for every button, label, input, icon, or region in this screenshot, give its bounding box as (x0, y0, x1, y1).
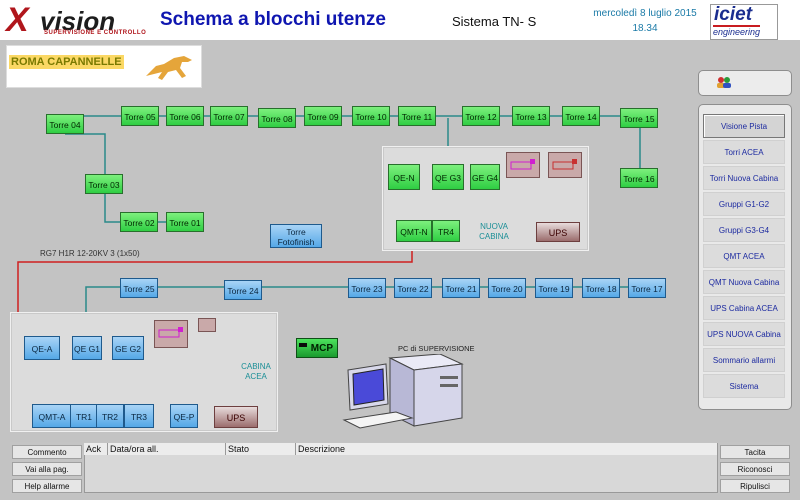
nuova-cabina-label-line1: NUOVA (480, 222, 508, 231)
tr3-node[interactable]: TR3 (124, 404, 154, 428)
tower-23[interactable]: Torre 23 (348, 278, 386, 298)
time-text: 18.34 (632, 23, 658, 34)
tower-02[interactable]: Torre 02 (120, 212, 158, 232)
sidebar-item-sommario-allarmi[interactable]: Sommario allarmi (703, 348, 785, 372)
tower-16[interactable]: Torre 16 (620, 168, 658, 188)
fotofinish-line2: Fotofinish (277, 237, 315, 247)
qe-a-node[interactable]: QE-A (24, 336, 60, 360)
brand-main: iciet (714, 4, 753, 25)
ups-nuova-cabina[interactable]: UPS (536, 222, 580, 242)
tower-20[interactable]: Torre 20 (488, 278, 526, 298)
logo-subtitle: SUPERVISIONE E CONTROLLO (44, 30, 147, 36)
mcp-label: MCP (310, 343, 333, 354)
date-text: mercoledì 8 luglio 2015 (593, 8, 697, 19)
datetime: mercoledì 8 luglio 2015 18.34 (560, 6, 730, 36)
generator-icon (506, 152, 540, 178)
silence-button[interactable]: Tacita (720, 445, 790, 459)
generator-glyph-icon (510, 159, 535, 170)
acknowledge-button[interactable]: Riconosci (720, 462, 790, 476)
tr2-node[interactable]: TR2 (96, 404, 124, 428)
tower-15[interactable]: Torre 15 (620, 108, 658, 128)
tower-09[interactable]: Torre 09 (304, 106, 342, 126)
tr4-node[interactable]: TR4 (432, 220, 460, 242)
col-datetime[interactable]: Data/ora all. (108, 443, 226, 455)
cabina-acea-label: CABINA ACEA (236, 362, 276, 382)
users-button[interactable] (698, 70, 792, 96)
tower-01[interactable]: Torre 01 (166, 212, 204, 232)
generator-small-icon (198, 318, 216, 332)
qmt-n-node[interactable]: QMT-N (396, 220, 432, 242)
sidebar-item-torri-acea[interactable]: Torri ACEA (703, 140, 785, 164)
qe-p-node[interactable]: QE-P (170, 404, 198, 428)
help-alarm-button[interactable]: Help allarme (12, 479, 82, 493)
qe-g3-node[interactable]: QE G3 (432, 164, 464, 190)
sidebar-item-ups-nuova-cabina[interactable]: UPS NUOVA Cabina (703, 322, 785, 346)
tower-10[interactable]: Torre 10 (352, 106, 390, 126)
sidebar-item-visione-pista[interactable]: Visione Pista (703, 114, 785, 138)
logo-x: X (6, 1, 29, 39)
generator-icon (154, 320, 188, 348)
col-description[interactable]: Descrizione (296, 443, 718, 455)
page-title: Schema a blocchi utenze (160, 9, 386, 30)
qe-g1-node[interactable]: QE G1 (72, 336, 102, 360)
tower-12[interactable]: Torre 12 (462, 106, 500, 126)
tower-08[interactable]: Torre 08 (258, 108, 296, 128)
sidebar-item-qmt-acea[interactable]: QMT ACEA (703, 244, 785, 268)
qe-n-node[interactable]: QE-N (388, 164, 420, 190)
tower-22[interactable]: Torre 22 (394, 278, 432, 298)
nuova-cabina-label: NUOVA CABINA (474, 222, 514, 242)
tower-06[interactable]: Torre 06 (166, 106, 204, 126)
col-status[interactable]: Stato (226, 443, 296, 455)
generator-icon (548, 152, 582, 178)
ge-g2-node[interactable]: GE G2 (112, 336, 144, 360)
brand-logo (710, 4, 778, 40)
fotofinish-line1: Torre (286, 227, 306, 237)
tower-24[interactable]: Torre 24 (224, 280, 262, 300)
sidebar-item-gruppi-g3-g4[interactable]: Gruppi G3-G4 (703, 218, 785, 242)
client-name: ROMA CAPANNELLE (9, 55, 124, 69)
tower-07[interactable]: Torre 07 (210, 106, 248, 126)
tower-13[interactable]: Torre 13 (512, 106, 550, 126)
sidebar-item-gruppi-g1-g2[interactable]: Gruppi G1-G2 (703, 192, 785, 216)
cabina-acea-label-line2: ACEA (245, 372, 267, 381)
sidebar-item-torri-nuova-cabina[interactable]: Torri Nuova Cabina (703, 166, 785, 190)
brand-sub: engineering (713, 25, 761, 37)
tower-11[interactable]: Torre 11 (398, 106, 436, 126)
tr1-node[interactable]: TR1 (70, 404, 98, 428)
qmt-a-node[interactable]: QMT-A (32, 404, 72, 428)
users-icon (717, 77, 731, 88)
computer-icon[interactable] (340, 354, 470, 436)
goto-page-button[interactable]: Vai alla pag. (12, 462, 82, 476)
generator-glyph-icon (552, 159, 577, 170)
col-ack[interactable]: Ack (84, 443, 108, 455)
ups-cabina-acea[interactable]: UPS (214, 406, 258, 428)
generator-glyph-icon (158, 327, 183, 338)
comment-button[interactable]: Commento (12, 445, 82, 459)
pc-label: PC di SUPERVISIONE (398, 344, 475, 353)
tower-17[interactable]: Torre 17 (628, 278, 666, 298)
nuova-cabina-label-line2: CABINA (479, 232, 509, 241)
tower-14[interactable]: Torre 14 (562, 106, 600, 126)
cable-label: RG7 H1R 12-20KV 3 (1x50) (40, 249, 140, 258)
sidebar-item-qmt-nuova-cabina[interactable]: QMT Nuova Cabina (703, 270, 785, 294)
tower-18[interactable]: Torre 18 (582, 278, 620, 298)
tower-05[interactable]: Torre 05 (121, 106, 159, 126)
clear-button[interactable]: Ripulisci (720, 479, 790, 493)
mcp-indicator (299, 343, 307, 347)
system-label: Sistema TN- S (452, 14, 537, 29)
tower-25[interactable]: Torre 25 (120, 278, 158, 298)
mcp-node[interactable]: MCP (296, 338, 338, 358)
cabina-acea-label-line1: CABINA (241, 362, 271, 371)
tower-03[interactable]: Torre 03 (85, 174, 123, 194)
tower-19[interactable]: Torre 19 (535, 278, 573, 298)
sidebar-item-ups-cabina-acea[interactable]: UPS Cabina ACEA (703, 296, 785, 320)
tower-21[interactable]: Torre 21 (442, 278, 480, 298)
logo-vision: vision (40, 6, 116, 36)
tower-fotofinish[interactable]: Torre Fotofinish (270, 224, 322, 248)
ge-g4-node[interactable]: GE G4 (470, 164, 500, 190)
sidebar-item-sistema[interactable]: Sistema (703, 374, 785, 398)
header-bar (0, 0, 800, 40)
tower-04[interactable]: Torre 04 (46, 114, 84, 134)
horse-logo-icon (146, 56, 192, 80)
